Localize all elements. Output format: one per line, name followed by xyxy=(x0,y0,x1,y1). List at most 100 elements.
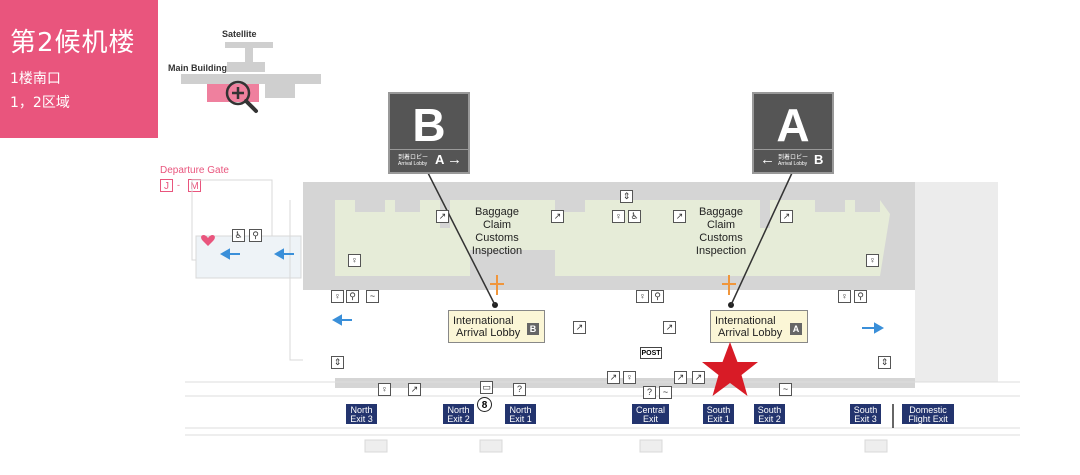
escalator-icon: ↗ xyxy=(780,210,793,223)
escalator-icon: ↗ xyxy=(673,210,686,223)
terminal-title: 第2候机楼 xyxy=(10,28,136,58)
restroom-icon: ♀ xyxy=(378,383,391,396)
lobby-b-line1: International xyxy=(453,315,514,327)
exit-domestic-line1: Domestic xyxy=(909,405,947,415)
exit-central: Central Exit xyxy=(632,404,669,424)
escalator-icon: ↗ xyxy=(692,371,705,384)
escalator-icon: ↗ xyxy=(663,321,676,334)
departure-gate-label: Departure Gate xyxy=(160,165,229,176)
lobby-a-line2: Arrival Lobby xyxy=(718,327,783,339)
exit-central-line1: Central xyxy=(635,405,665,415)
zone-right-line3: Customs xyxy=(699,232,743,244)
sign-lobby-a: A ← 到着ロビー Arrival Lobby B xyxy=(752,92,834,174)
exit-central-line2: Exit xyxy=(642,414,658,424)
arrival-lobby-a: International Arrival Lobby A xyxy=(710,310,808,343)
exit-south-1-line1: South xyxy=(706,405,731,415)
information-icon: ? xyxy=(643,386,656,399)
smoking-area-icon: ~ xyxy=(659,386,672,399)
gate-from-badge: J xyxy=(160,179,173,192)
sign-a-bar: ← 到着ロビー Arrival Lobby B xyxy=(754,149,832,172)
nursing-room-icon: ⚲ xyxy=(651,290,664,303)
exit-north-1: North Exit 1 xyxy=(505,404,536,424)
exit-domestic-flight: Domestic Flight Exit xyxy=(902,404,954,424)
exit-south-2-line1: South xyxy=(757,405,782,415)
restroom-icon: ♿ xyxy=(232,229,245,242)
nursing-room-icon: ⚲ xyxy=(854,290,867,303)
restroom-icon: ♀ xyxy=(636,290,649,303)
overview-minimap xyxy=(181,42,321,102)
magnifier-plus-icon[interactable] xyxy=(222,78,262,118)
smoking-area-icon: ~ xyxy=(366,290,379,303)
escalator-icon: ↗ xyxy=(607,371,620,384)
elevator-icon: ⇕ xyxy=(620,190,633,203)
information-icon: ? xyxy=(513,383,526,396)
exit-north-2-line1: North xyxy=(447,405,470,415)
baggage-claim-zone-left: Baggage Claim Customs Inspection xyxy=(462,206,532,258)
exit-north-3-line2: Exit 3 xyxy=(350,414,373,424)
escalator-icon: ↗ xyxy=(551,210,564,223)
lobby-a-line1: International xyxy=(715,315,776,327)
zone-right-line4: Inspection xyxy=(695,245,747,257)
lobby-b-line2: Arrival Lobby xyxy=(456,327,521,339)
zone-left-line4: Inspection xyxy=(471,245,523,257)
wheelchair-icon: ♿ xyxy=(628,210,641,223)
sign-a-en: Arrival Lobby xyxy=(778,161,808,167)
sign-a-letter: A xyxy=(776,99,810,151)
arrival-lobby-b: International Arrival Lobby B xyxy=(448,310,545,343)
main-building-label: Main Building xyxy=(168,63,227,73)
sign-a-target: B xyxy=(814,152,824,167)
sign-b-bar: 到着ロビー Arrival Lobby A → xyxy=(390,149,468,172)
escalator-icon: ↗ xyxy=(573,321,586,334)
escalator-icon: ↗ xyxy=(408,383,421,396)
floor-label: 1楼南口 xyxy=(10,71,61,87)
sign-b-jp: 到着ロビー xyxy=(398,155,429,161)
zone-right-line1: Baggage xyxy=(698,206,744,218)
sign-lobby-b: B 到着ロビー Arrival Lobby A → xyxy=(388,92,470,174)
escalator-icon: ↗ xyxy=(674,371,687,384)
exit-south-3-line2: Exit 3 xyxy=(854,414,877,424)
post-office-label: POST xyxy=(640,347,662,359)
restroom-icon: ♀ xyxy=(331,290,344,303)
elevator-icon: ⇕ xyxy=(878,356,891,369)
exit-north-3: North Exit 3 xyxy=(346,404,377,424)
exit-south-2: South Exit 2 xyxy=(754,404,785,424)
sign-b-en: Arrival Lobby xyxy=(398,161,428,167)
bus-stop-number-badge: 8 xyxy=(477,397,492,412)
exit-domestic-line2: Flight Exit xyxy=(908,414,948,424)
exit-south-3-line1: South xyxy=(853,405,878,415)
exit-south-1-line2: Exit 1 xyxy=(707,414,730,424)
star-marker-icon xyxy=(702,342,758,396)
exit-north-1-line1: North xyxy=(509,405,532,415)
satellite-label: Satellite xyxy=(222,29,257,39)
sign-a-jp: 到着ロビー xyxy=(778,155,809,161)
lobby-b-badge: B xyxy=(527,323,539,335)
escalator-icon: ↗ xyxy=(436,210,449,223)
smoking-area-icon: ~ xyxy=(779,383,792,396)
exit-north-2-line2: Exit 2 xyxy=(447,414,470,424)
zone-left-line3: Customs xyxy=(475,232,519,244)
zone-left-line2: Claim xyxy=(482,219,512,231)
exit-south-2-line2: Exit 2 xyxy=(758,414,781,424)
restroom-icon: ♀ xyxy=(623,371,636,384)
restroom-icon: ♀ xyxy=(866,254,879,267)
exit-south-3: South Exit 3 xyxy=(850,404,881,424)
zone-right-line2: Claim xyxy=(706,219,736,231)
exit-north-1-line2: Exit 1 xyxy=(509,414,532,424)
nursing-room-icon: ⚲ xyxy=(346,290,359,303)
left-arrow-icon: ← xyxy=(760,151,775,168)
exit-north-3-line1: North xyxy=(350,405,373,415)
terminal-title-box: 第2候机楼 1楼南口 1，2区域 xyxy=(0,0,158,138)
lobby-a-badge: A xyxy=(790,323,802,335)
restroom-icon: ♀ xyxy=(348,254,361,267)
exit-south-1: South Exit 1 xyxy=(703,404,734,424)
elevator-icon: ⇕ xyxy=(331,356,344,369)
bus-icon: ▭ xyxy=(480,381,493,394)
sign-b-letter: B xyxy=(412,99,446,151)
sign-b-target: A xyxy=(435,152,445,167)
gate-range-dash: - xyxy=(177,180,180,190)
baggage-claim-zone-right: Baggage Claim Customs Inspection xyxy=(686,206,756,258)
exit-north-2: North Exit 2 xyxy=(443,404,474,424)
restroom-icon: ♀ xyxy=(612,210,625,223)
right-arrow-icon: → xyxy=(447,151,462,168)
